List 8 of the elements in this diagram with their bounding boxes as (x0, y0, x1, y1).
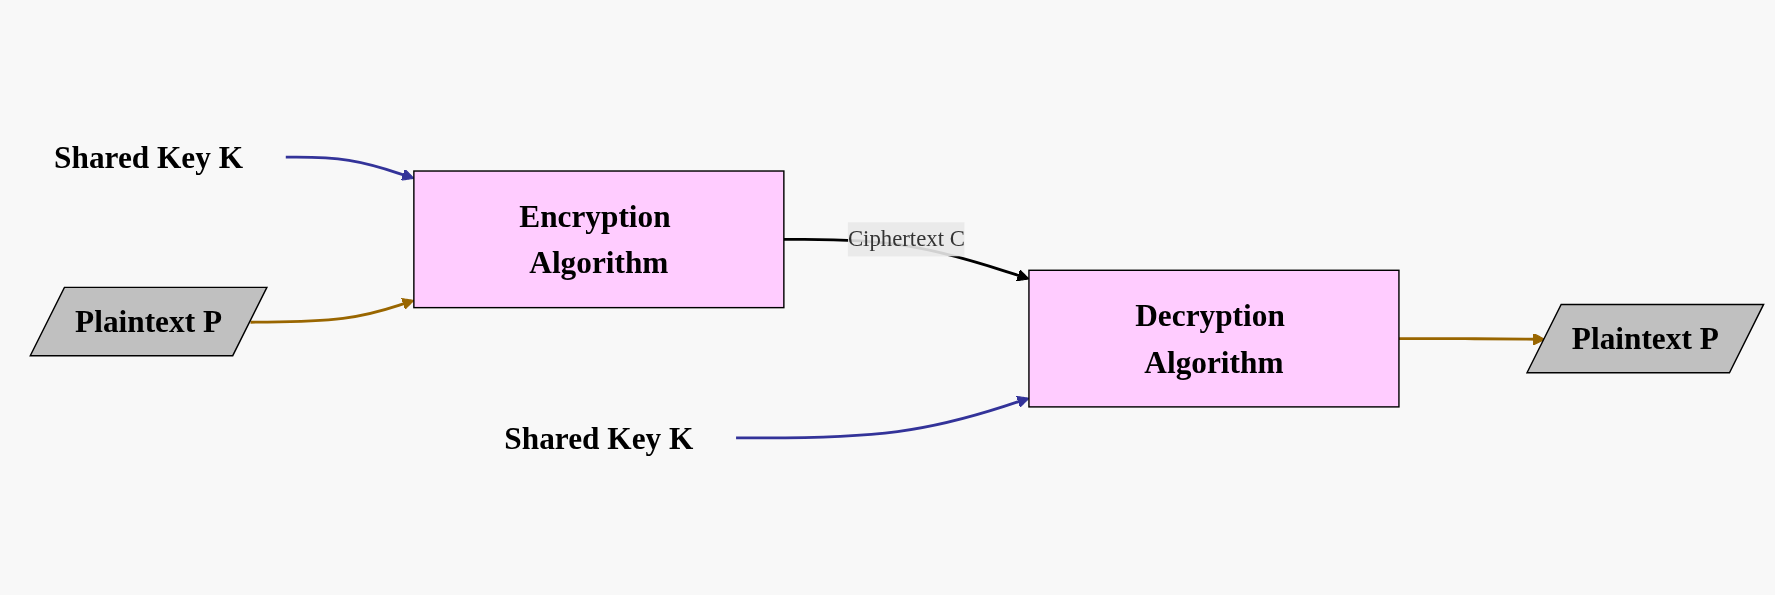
edge-label: Ciphertext C (847, 226, 965, 251)
arrow (1398, 332, 1546, 346)
node-box: Encryption Algorithm (413, 170, 785, 309)
node-box: Decryption Algorithm (1028, 269, 1400, 408)
arrow (250, 298, 415, 324)
node-text: Shared Key K (504, 420, 694, 456)
node-text: Shared Key K (54, 139, 244, 175)
arrow (736, 395, 1030, 440)
